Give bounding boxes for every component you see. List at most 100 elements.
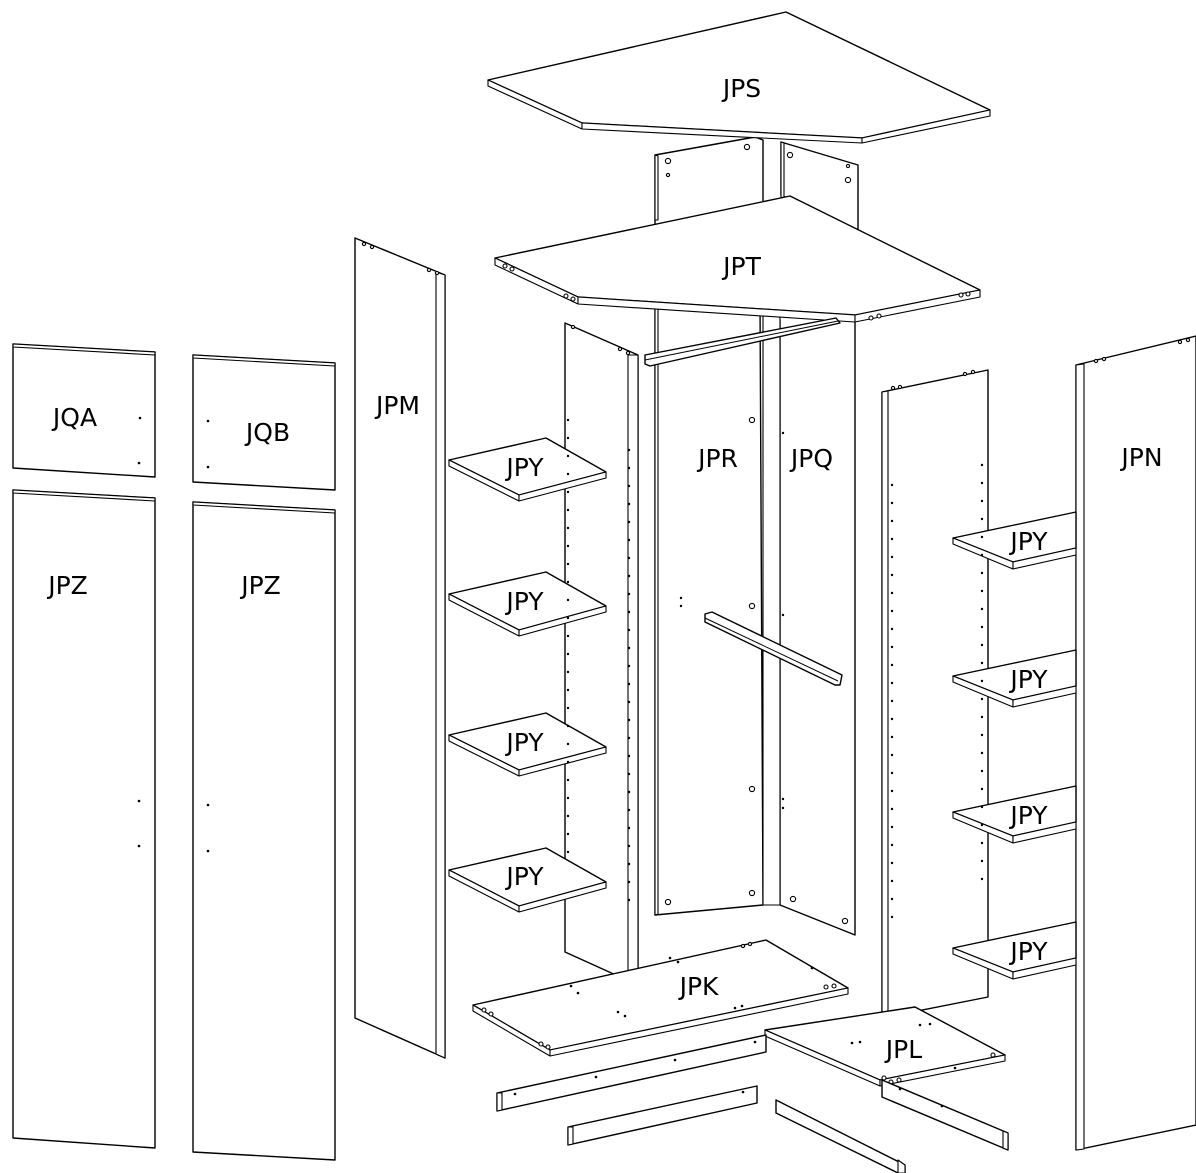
- pin-hole: [566, 508, 570, 512]
- pin-hole: [627, 448, 631, 452]
- pin-hole: [566, 688, 570, 692]
- pin-hole: [566, 832, 570, 836]
- shelf-jpy-left-4: [448, 847, 607, 913]
- pin-hole: [627, 556, 631, 560]
- pin-hole: [980, 553, 984, 557]
- pin-hole: [980, 643, 984, 647]
- pin-hole: [980, 751, 984, 755]
- pin-hole: [980, 769, 984, 773]
- pin-hole: [566, 472, 570, 476]
- pin-hole: [566, 850, 570, 854]
- pin-hole: [890, 627, 894, 631]
- pin-hole: [627, 520, 631, 524]
- pin-hole: [980, 607, 984, 611]
- shelf-jpy-left-2: [448, 571, 607, 637]
- pin-hole: [566, 670, 570, 674]
- pin-hole: [890, 861, 894, 865]
- panel-jpn: [1075, 335, 1196, 1151]
- label-jpz-right: JPZ: [239, 571, 281, 600]
- panel-jpm: [354, 237, 446, 1059]
- left-inner-side-panel: [564, 322, 639, 986]
- pin-hole: [566, 814, 570, 818]
- pin-hole: [980, 697, 984, 701]
- pin-hole: [627, 754, 631, 758]
- pin-hole: [566, 436, 570, 440]
- pin-hole: [566, 616, 570, 620]
- label-jpy-left-2: JPY: [504, 587, 544, 616]
- pin-hole: [566, 742, 570, 746]
- pin-hole: [890, 789, 894, 793]
- panel-jpt: [494, 195, 981, 323]
- label-jqb: JQB: [244, 418, 290, 447]
- pin-hole: [890, 609, 894, 613]
- pin-hole: [890, 555, 894, 559]
- pin-hole: [566, 598, 570, 602]
- pin-hole: [890, 825, 894, 829]
- pin-hole: [980, 733, 984, 737]
- pin-hole: [566, 652, 570, 656]
- shelf-jpy-right-3: [952, 785, 1077, 844]
- pin-hole: [566, 796, 570, 800]
- shelf-jpy-left-1: [448, 437, 607, 502]
- pin-hole: [627, 466, 631, 470]
- door-jqa: [12, 343, 156, 478]
- pin-hole: [890, 681, 894, 685]
- pin-hole: [890, 663, 894, 667]
- label-jpk: JPK: [678, 972, 719, 1001]
- clothes-rail-upper: [644, 317, 841, 367]
- pin-hole: [627, 808, 631, 812]
- pin-hole: [980, 589, 984, 593]
- pin-hole: [627, 700, 631, 704]
- pin-hole: [980, 481, 984, 485]
- label-jpm: JPM: [374, 391, 420, 420]
- right-inner-side-panel: [881, 369, 989, 1019]
- pin-hole: [566, 562, 570, 566]
- label-jpz-left: JPZ: [46, 571, 88, 600]
- shelf-pin-holes: [566, 418, 984, 919]
- pin-hole: [890, 591, 894, 595]
- label-jpq: JPQ: [789, 444, 833, 473]
- pin-hole: [980, 805, 984, 809]
- pin-hole: [566, 544, 570, 548]
- pin-hole: [627, 502, 631, 506]
- pin-hole: [890, 753, 894, 757]
- panel-jps: [487, 11, 991, 144]
- pin-hole: [890, 699, 894, 703]
- back-panels: [654, 136, 859, 936]
- door-jqb: [192, 354, 336, 491]
- pin-hole: [890, 537, 894, 541]
- pin-hole: [627, 844, 631, 848]
- pin-hole: [566, 760, 570, 764]
- shelf-jpy-right-2: [952, 649, 1077, 708]
- pin-hole: [890, 807, 894, 811]
- label-jpy-left-1: JPY: [504, 453, 544, 482]
- pin-hole: [627, 574, 631, 578]
- panel-jpk: [472, 939, 849, 1057]
- pin-hole: [566, 724, 570, 728]
- label-jpn: JPN: [1119, 443, 1162, 472]
- pin-hole: [980, 859, 984, 863]
- pin-hole: [980, 625, 984, 629]
- label-jpy-left-3: JPY: [504, 728, 544, 757]
- pin-hole: [980, 571, 984, 575]
- panel-jpl: [764, 1006, 1006, 1087]
- pin-hole: [980, 679, 984, 683]
- pin-hole: [627, 538, 631, 542]
- pin-hole: [627, 826, 631, 830]
- shelf-jpy-right-4: [952, 921, 1077, 980]
- label-jpr: JPR: [696, 444, 738, 473]
- label-jqa: JQA: [51, 403, 97, 432]
- pin-hole: [627, 736, 631, 740]
- pin-hole: [890, 501, 894, 505]
- pin-hole: [627, 772, 631, 776]
- pin-hole: [980, 463, 984, 467]
- pin-hole: [566, 454, 570, 458]
- pin-hole: [980, 877, 984, 881]
- pin-hole: [627, 484, 631, 488]
- pin-hole: [627, 682, 631, 686]
- pin-hole: [627, 628, 631, 632]
- pin-hole: [627, 646, 631, 650]
- pin-hole: [566, 706, 570, 710]
